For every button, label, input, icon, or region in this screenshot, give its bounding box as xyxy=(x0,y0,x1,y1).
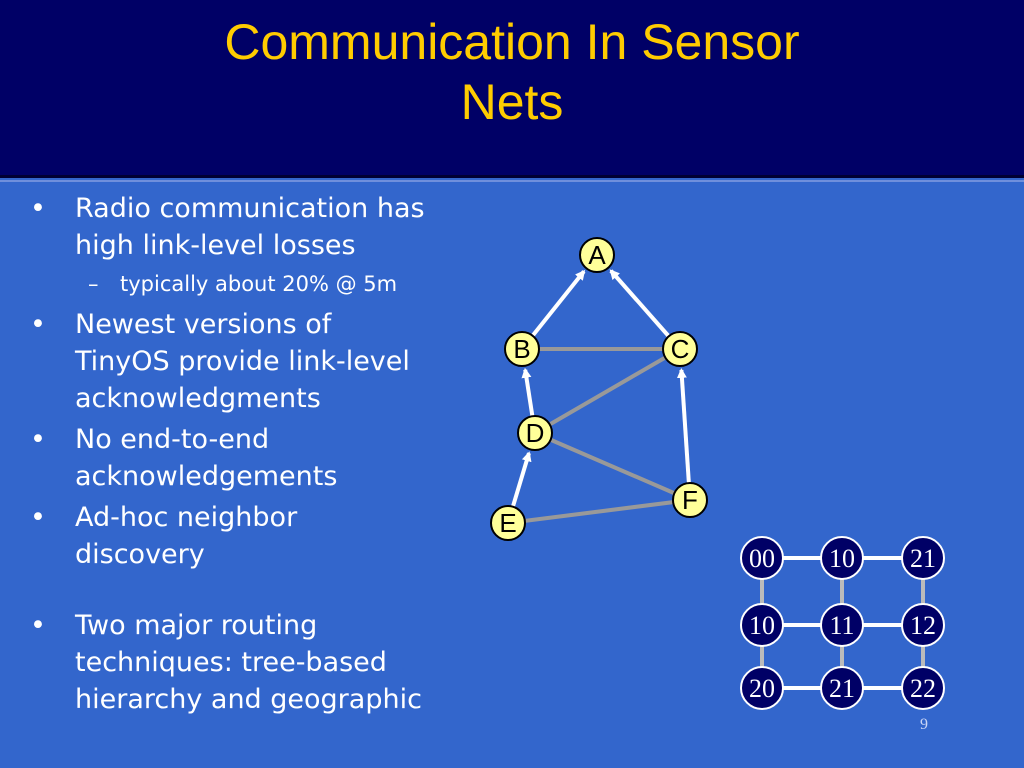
tree-node-label: B xyxy=(513,334,530,364)
tree-node-a: A xyxy=(579,237,615,273)
bullet-line: TinyOS provide link-level xyxy=(75,346,410,377)
bullet-line: Two major routing xyxy=(75,610,318,641)
bullet-line: discovery xyxy=(75,539,205,570)
bullet-line: Radio communication has xyxy=(75,193,425,224)
bullet-item: • No end-to-end acknowledgements xyxy=(30,421,490,495)
bullet-line: Ad-hoc neighbor xyxy=(75,502,298,533)
sub-bullet-text: typically about 20% @ 5m xyxy=(120,272,398,296)
bullet-item: • Two major routing techniques: tree-bas… xyxy=(30,607,490,718)
tree-node-e: E xyxy=(490,505,526,541)
slide-title: Communication In Sensor Nets xyxy=(0,12,1024,132)
bullet-line: acknowledgements xyxy=(75,461,338,492)
tree-edge-arrow xyxy=(531,269,586,337)
title-line-2: Nets xyxy=(460,74,564,130)
bullet-line: hierarchy and geographic xyxy=(75,684,422,715)
bullet-line: Newest versions of xyxy=(75,309,332,340)
bullet-line: No end-to-end xyxy=(75,424,270,455)
grid-node-label: 22 xyxy=(910,674,936,703)
bullet-list: • Radio communication has high link-leve… xyxy=(30,190,490,722)
grid-node: 10 xyxy=(820,536,864,580)
title-line-1: Communication In Sensor xyxy=(224,14,800,70)
grid-node: 21 xyxy=(820,666,864,710)
bullet-line: high link-level losses xyxy=(75,230,356,261)
grid-node-label: 21 xyxy=(829,674,855,703)
grid-node-label: 00 xyxy=(749,544,775,573)
tree-edge-arrow xyxy=(510,451,532,508)
grid-node: 20 xyxy=(740,666,784,710)
tree-edge-arrow xyxy=(609,269,671,338)
grid-node-label: 10 xyxy=(829,544,855,573)
grid-node: 21 xyxy=(901,536,945,580)
bullet-line: acknowledgments xyxy=(75,383,321,414)
bullet-item: • Newest versions of TinyOS provide link… xyxy=(30,306,490,417)
tree-node-label: F xyxy=(682,485,698,515)
tree-node-label: E xyxy=(499,508,516,538)
grid-node-label: 20 xyxy=(749,674,775,703)
grid-node: 10 xyxy=(740,603,784,647)
tree-node-c: C xyxy=(662,331,698,367)
title-divider xyxy=(0,175,1024,178)
bullet-item: • Ad-hoc neighbor discovery xyxy=(30,499,490,573)
tree-edge-arrow xyxy=(521,367,535,417)
sub-bullet-item: – typically about 20% @ 5m xyxy=(88,272,398,296)
title-divider-highlight xyxy=(0,180,1024,182)
tree-node-b: B xyxy=(504,331,540,367)
title-bar xyxy=(0,0,1024,175)
grid-node-label: 10 xyxy=(749,611,775,640)
grid-node: 11 xyxy=(820,603,864,647)
grid-node-label: 11 xyxy=(829,611,854,640)
grid-node-label: 21 xyxy=(910,544,936,573)
grid-node: 00 xyxy=(740,536,784,580)
tree-edge-arrow xyxy=(676,367,691,484)
tree-link xyxy=(507,498,691,525)
tree-link xyxy=(534,431,691,502)
tree-node-d: D xyxy=(517,415,553,451)
tree-link xyxy=(533,347,682,435)
page-number: 9 xyxy=(920,716,928,733)
tree-node-label: D xyxy=(526,418,545,448)
tree-node-label: A xyxy=(588,240,606,270)
grid-node: 12 xyxy=(901,603,945,647)
bullet-line: techniques: tree-based xyxy=(75,647,387,678)
tree-node-label: C xyxy=(671,334,690,364)
tree-node-f: F xyxy=(672,482,708,518)
grid-node-label: 12 xyxy=(910,611,936,640)
grid-node: 22 xyxy=(901,666,945,710)
bullet-item: • Radio communication has high link-leve… xyxy=(30,190,490,264)
